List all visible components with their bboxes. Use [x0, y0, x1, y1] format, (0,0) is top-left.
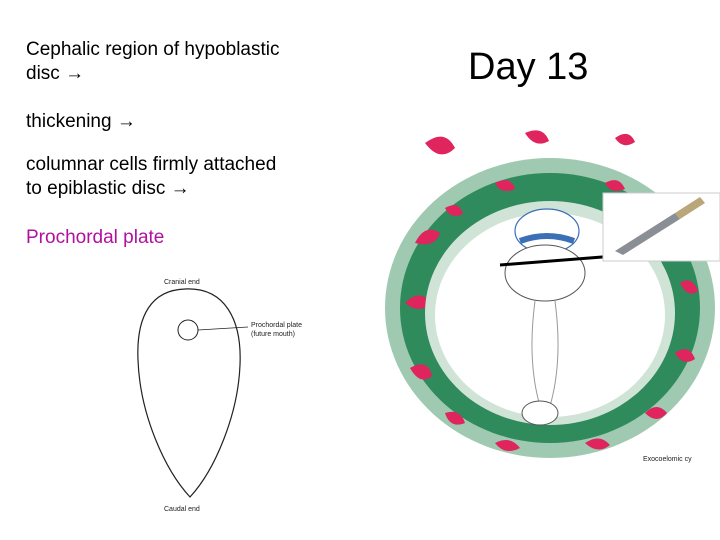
slide-title: Day 13 — [468, 46, 589, 88]
embryo-cross-section: Exocoelomic cy — [385, 130, 720, 463]
embryonic-disc-layer — [518, 233, 576, 244]
section-cut-line — [499, 254, 616, 267]
bullet-columnar-cells: columnar cells firmly attached to epibla… — [26, 154, 277, 199]
future-mouth-label: (future mouth) — [251, 331, 295, 338]
cranial-end-label: Cranial end — [164, 279, 200, 286]
connecting-stalk — [531, 300, 559, 407]
caudal-end-label: Caudal end — [164, 506, 200, 513]
scalpel-handle-icon — [675, 197, 705, 219]
bullet-thickening: thickening → — [26, 111, 136, 132]
disc-outline — [137, 288, 241, 498]
prochordal-plate-circle — [177, 319, 199, 341]
embryonic-disc-diagram: Cranial end Prochordal plate (future mou… — [137, 279, 302, 513]
exocoelomic-cavity-label: Exocoelomic cy — [643, 456, 692, 463]
scalpel-blade-icon — [615, 213, 680, 255]
bullet-cephalic-region: Cephalic region of hypoblastic disc → — [26, 39, 280, 84]
prochordal-leader-line — [197, 326, 249, 331]
maternal-lacunae-top — [425, 130, 635, 155]
chorionic-cavity — [435, 213, 665, 417]
prochordal-plate-label: Prochordal plate — [251, 322, 302, 329]
yolk-sac — [504, 244, 586, 302]
bullet-prochordal-plate: Prochordal plate — [26, 227, 165, 248]
secondary-yolk-sac — [521, 400, 559, 426]
